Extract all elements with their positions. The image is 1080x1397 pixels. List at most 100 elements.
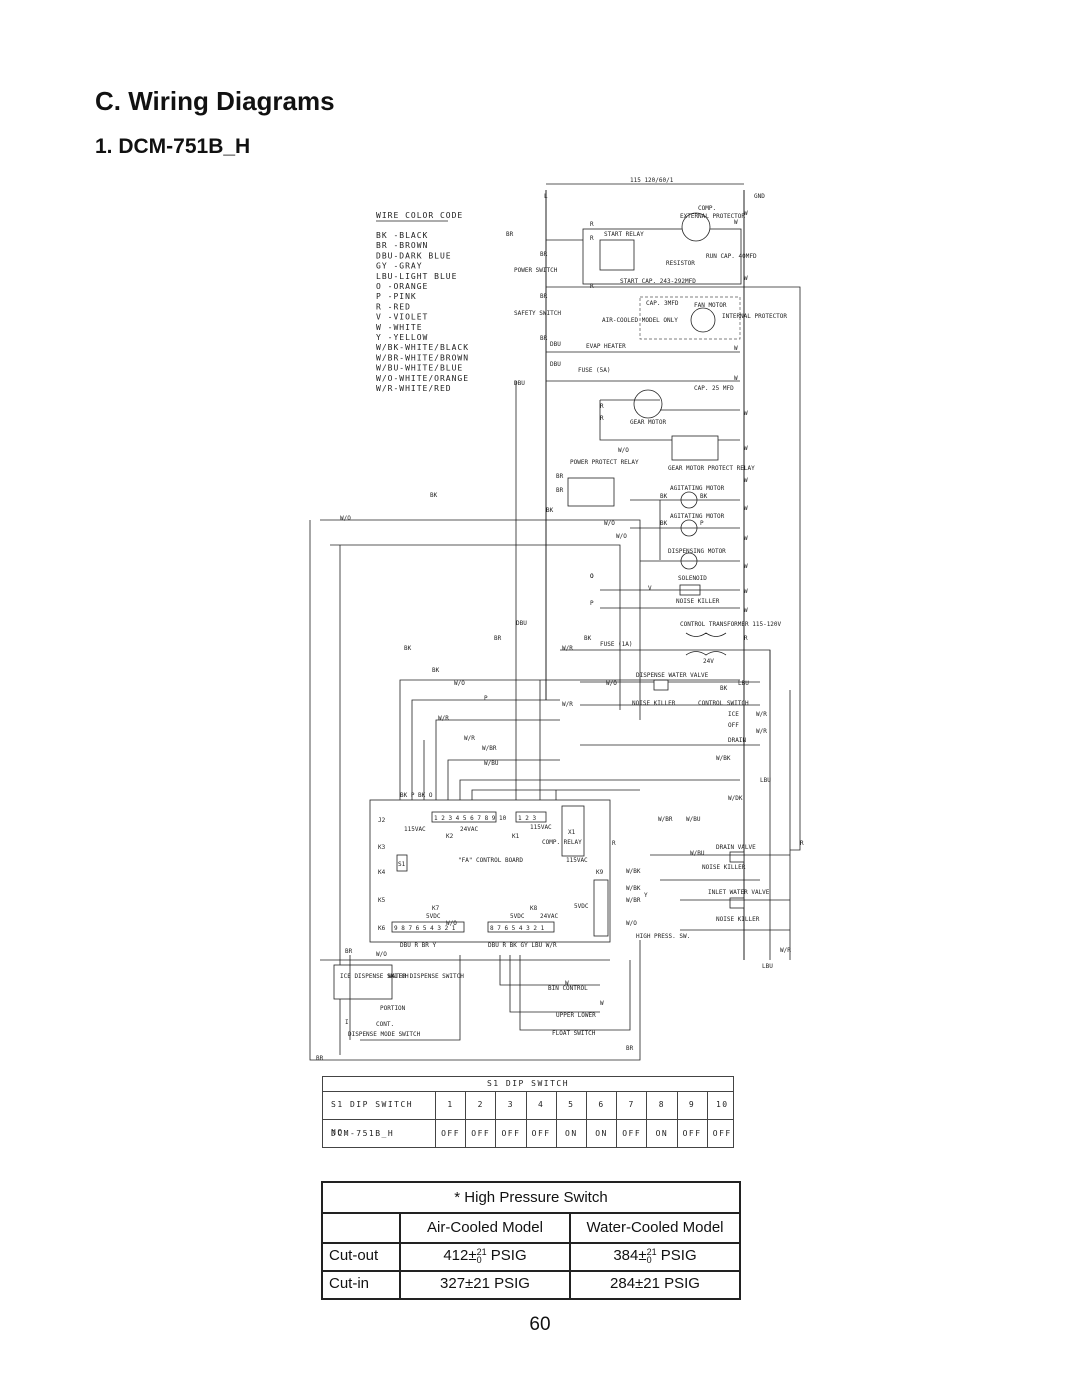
cutout-label: Cut-out xyxy=(329,1247,379,1264)
dip-number: 7 xyxy=(616,1091,646,1119)
115vac-3-label: 115VAC xyxy=(566,857,588,864)
wire-tag: V xyxy=(648,585,652,592)
wire-tag: BR xyxy=(494,635,502,642)
wire-tag: BR xyxy=(506,231,514,238)
wire-tag: BR xyxy=(345,948,353,955)
comp-relay-symbol xyxy=(561,805,585,857)
wire-tag: W/BU xyxy=(690,850,705,857)
dip-setting: ON xyxy=(555,1120,586,1148)
wiring-diagram: 115 120/60/1 GND WIRE COLOR CODE BK -BLA… xyxy=(309,177,804,1062)
fan-motor-label: FAN MOTOR xyxy=(694,302,727,309)
wire-color-entry: GY -GRAY xyxy=(376,262,423,271)
k1-pins: 1 2 3 xyxy=(518,815,536,822)
wire-tag: BK xyxy=(584,635,592,642)
dip-switch-number-row: S1 DIP SWITCH NO. 1 2 3 4 5 6 7 8 9 10 xyxy=(323,1091,733,1137)
wire-tag: P xyxy=(700,520,704,527)
bottom-wires xyxy=(349,955,631,1041)
wire-tag: W/O xyxy=(340,515,351,522)
dip-number: 8 xyxy=(646,1091,676,1119)
wire-color-entry: V -VIOLET xyxy=(376,313,428,322)
k8-label: K8 xyxy=(530,905,538,912)
dip-switch-title: S1 DIP SWITCH xyxy=(323,1077,733,1092)
wire-tag: W/O xyxy=(604,520,615,527)
24vac-2-label: 24VAC xyxy=(540,913,558,920)
wire-tag: W/O xyxy=(454,680,465,687)
wire-tag: O xyxy=(590,573,594,580)
wire-tag: R xyxy=(800,840,804,847)
wire-tag: W xyxy=(565,980,569,987)
noise-killer-2-label: NOISE KILLER xyxy=(632,700,676,707)
start-relay xyxy=(599,239,635,271)
air-cooled-only-label: AIR-COOLED MODEL ONLY xyxy=(602,317,678,324)
wire-tag: W xyxy=(744,535,748,542)
wire-tag: BK xyxy=(432,667,440,674)
dip-number: 1 xyxy=(435,1091,465,1119)
k8-pins: 8 7 6 5 4 3 2 1 xyxy=(490,925,545,932)
k2-pins: 1 2 3 4 5 6 7 8 9 10 xyxy=(434,815,507,822)
resistor-label: RESISTOR xyxy=(666,260,695,267)
safety-switch-label: SAFETY SWITCH xyxy=(514,310,561,317)
noise-killer-3-label: NOISE KILLER xyxy=(702,864,746,871)
high-pressure-title: * High Pressure Switch xyxy=(323,1183,739,1214)
5vdc-3-label: 5VDC xyxy=(574,903,589,910)
wire-tag: W/R xyxy=(464,735,475,742)
k6-pins: 9 8 7 6 5 4 3 2 1 xyxy=(394,925,456,932)
outer-loop-wires xyxy=(309,519,641,1061)
wire-tag: W/O xyxy=(446,920,457,927)
cutin-water-value: 284±21 PSIG xyxy=(569,1270,739,1298)
wire-tag: BK xyxy=(660,493,668,500)
wire-tag: W/BU xyxy=(686,816,701,823)
24vac-1-label: 24VAC xyxy=(460,826,478,833)
wire-tag: I xyxy=(345,1019,349,1026)
gear-wires xyxy=(515,381,740,630)
empty-corner xyxy=(323,1214,399,1242)
wire-tag: W xyxy=(744,445,748,452)
wire-color-entry: W/O-WHITE/ORANGE xyxy=(376,374,469,383)
wire-tag: LBU xyxy=(762,963,773,970)
115vac-2-label: 115VAC xyxy=(530,824,552,831)
wire-tag: W xyxy=(744,588,748,595)
wire-tag: W/BU xyxy=(484,760,499,767)
wire-tag: P xyxy=(590,600,594,607)
wire-color-entry: BK -BLACK xyxy=(376,231,428,240)
compressor-symbol xyxy=(681,212,711,242)
board-wires xyxy=(399,630,740,800)
wire-tags: LBRRRBRBRDBUWBRRBRDBUDBUWWRRW/OBRBKBKW/O… xyxy=(316,193,804,1062)
x1-label: X1 xyxy=(568,829,576,836)
wire-tag: W/O xyxy=(626,920,637,927)
wire-tag: DBU xyxy=(516,620,527,627)
k6-connector xyxy=(391,921,465,933)
k1-label: K1 xyxy=(512,833,520,840)
wire-tag: W/BK xyxy=(626,868,641,875)
5vdc-2-label: 5VDC xyxy=(510,913,525,920)
wire-color-entry: W/BU-WHITE/BLUE xyxy=(376,364,463,373)
dispense-water-valve-symbol xyxy=(653,679,669,691)
supply-label: 115 120/60/1 xyxy=(630,177,674,184)
control-switch-label: CONTROL SWITCH xyxy=(698,700,749,707)
wire-tag: W xyxy=(734,375,738,382)
24v-label: 24V xyxy=(703,658,714,665)
drain-valve-symbol xyxy=(729,851,745,863)
drain-valve-label: DRAIN VALVE xyxy=(716,844,756,851)
dip-setting: OFF xyxy=(525,1120,556,1148)
transformer-coils xyxy=(685,632,727,656)
wire-tag: R xyxy=(744,635,748,642)
115vac-1-label: 115VAC xyxy=(404,826,426,833)
wire-tag: L xyxy=(544,193,548,200)
fuse-1a-label: FUSE (1A) xyxy=(600,641,633,648)
dispense-water-valve-label: DISPENSE WATER VALVE xyxy=(636,672,709,679)
wire-tag: W/O xyxy=(616,533,627,540)
dip-number: 9 xyxy=(676,1091,707,1119)
k2-wire-colors: BK P BK O xyxy=(400,792,433,799)
k2-label: K2 xyxy=(446,833,454,840)
upper-lower-label: UPPER LOWER xyxy=(556,1012,596,1019)
wire-tag: W/O xyxy=(618,447,629,454)
wire-color-entry: W/BK-WHITE/BLACK xyxy=(376,343,469,352)
gear-motor-symbol xyxy=(633,389,663,419)
comp-relay-label: COMP. RELAY xyxy=(542,839,582,846)
k6-label: K6 xyxy=(378,925,386,932)
wire-tag: W xyxy=(734,219,738,226)
wire-tag: R xyxy=(590,283,594,290)
